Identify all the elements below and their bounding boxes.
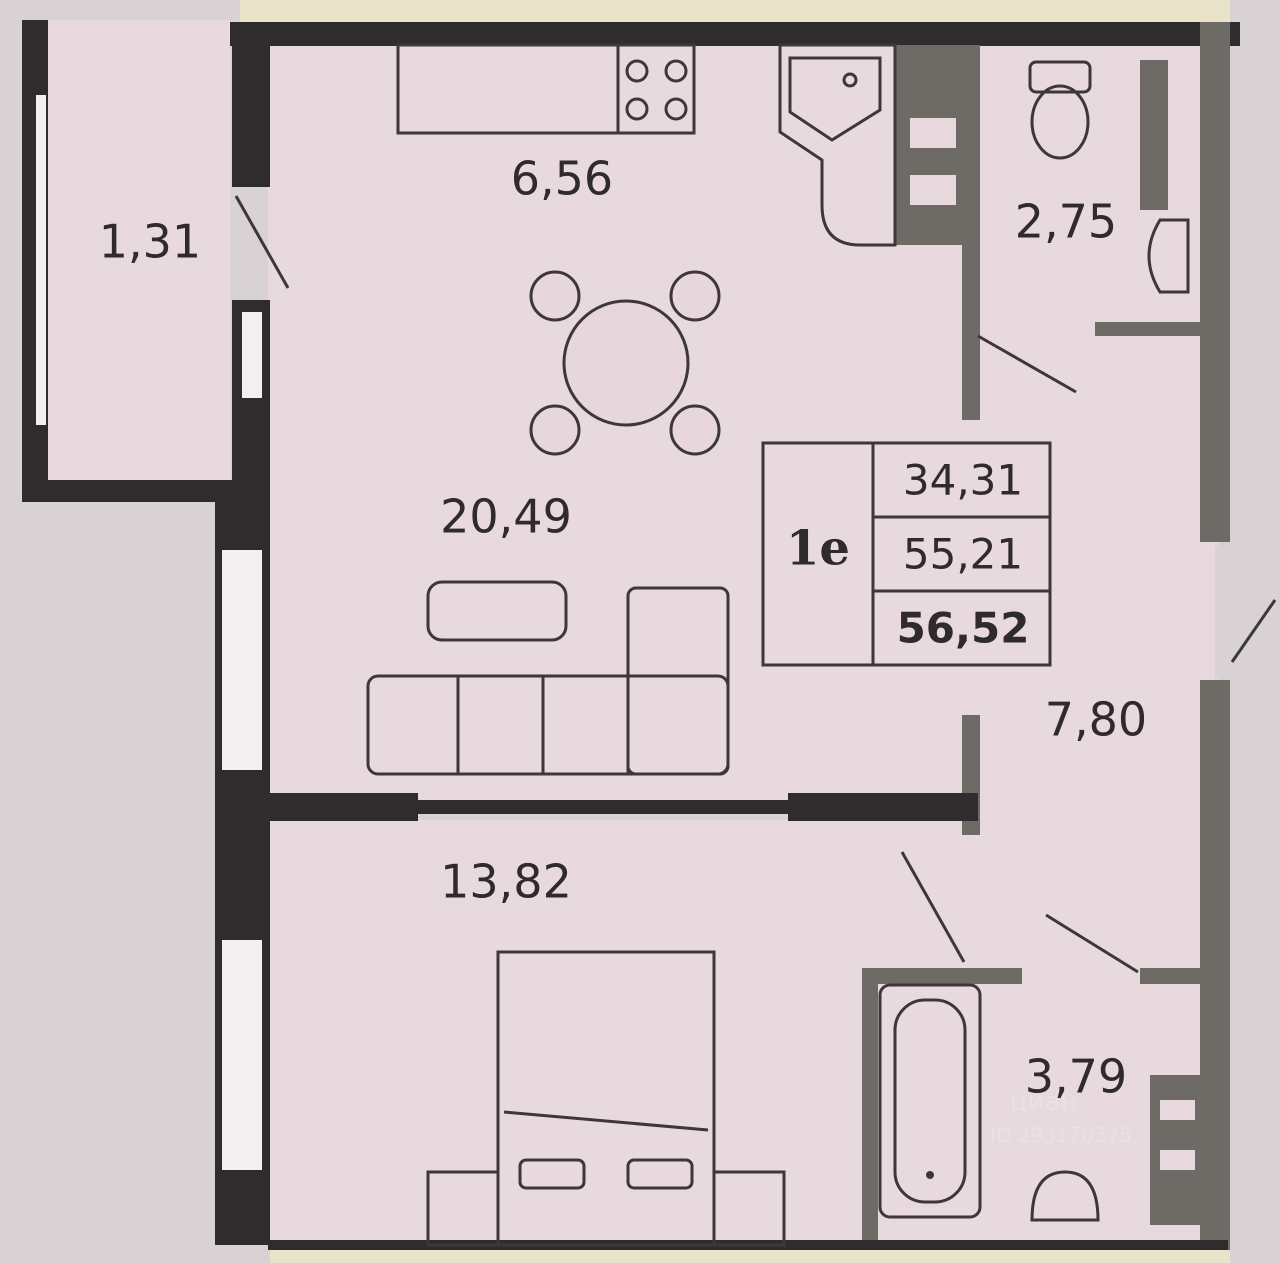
door-toilet — [977, 334, 1077, 394]
balcony-window — [36, 95, 46, 425]
bathroom-area-label: 3,79 — [1025, 1050, 1127, 1104]
bathtub-icon — [878, 983, 982, 1219]
toilet-niche — [1140, 60, 1168, 210]
bath-rack-slot-2 — [1160, 1150, 1195, 1170]
door-entrance — [1230, 599, 1277, 663]
toilet-floor — [968, 45, 1218, 345]
wall-balcony-kitchen-upper — [232, 22, 270, 187]
coffee-table-icon — [426, 580, 568, 642]
toilet-bowl-icon — [1030, 84, 1090, 160]
stove-burner-2 — [664, 59, 688, 83]
door-balcony — [234, 195, 290, 289]
bath-rack-slot-1 — [1160, 1100, 1195, 1120]
wall-living-bedroom-left — [268, 793, 418, 821]
dining-table-icon — [562, 299, 690, 427]
stove-burner-3 — [625, 97, 649, 121]
watermark-brand: циан — [1010, 1087, 1078, 1117]
sink-drain — [842, 72, 858, 88]
bed-blanket-line — [503, 1110, 709, 1132]
wall-toilet-bottom — [1095, 322, 1205, 336]
chair-icon-1 — [529, 270, 581, 322]
toilet-fixtures — [1028, 60, 1190, 294]
hall-area-label: 7,80 — [1045, 693, 1147, 747]
bedroom-area-label: 13,82 — [440, 855, 572, 909]
door-bathroom — [1045, 913, 1139, 974]
info-box-frame — [761, 441, 1052, 667]
apartment-info-box: 1e 34,31 55,21 56,52 — [761, 441, 1052, 667]
nightstand-left-icon — [426, 1170, 500, 1247]
wall-living-bedroom-right — [788, 793, 978, 821]
wall-living-bedroom-thin — [418, 800, 788, 814]
chair-icon-3 — [529, 404, 581, 456]
wall-balcony-bottom — [22, 480, 270, 502]
chair-icon-2 — [669, 270, 721, 322]
wall-bathroom-top-left — [862, 968, 1022, 984]
balcony-door-frame — [242, 312, 262, 398]
bed-icon — [496, 950, 716, 1247]
door-bedroom — [900, 851, 966, 963]
stove-icon — [616, 43, 696, 135]
wall-bathroom-left — [862, 968, 878, 1248]
room-labels: 1,31 6,56 20,49 13,82 2,75 7,80 3,79 — [99, 152, 1147, 1104]
bathtub-drain — [926, 1171, 934, 1179]
wall-right-upper — [1200, 22, 1230, 542]
living-area-label: 20,49 — [440, 490, 572, 544]
stove-burner-4 — [664, 97, 688, 121]
wall-top — [230, 22, 1240, 46]
washbasin-icon — [1147, 218, 1190, 294]
sink-icon — [788, 56, 882, 142]
bedroom-furniture — [426, 950, 786, 1247]
window-living — [222, 550, 262, 770]
entrance-notch — [1215, 545, 1280, 680]
balcony-floor — [48, 20, 230, 482]
rack-slot-2 — [910, 175, 956, 205]
pillow-left-icon — [518, 1158, 586, 1190]
bath-washbasin-icon — [1030, 1170, 1100, 1222]
pillow-right-icon — [626, 1158, 694, 1190]
nightstand-right-icon — [712, 1170, 786, 1247]
bathtub-inner — [893, 998, 967, 1204]
total-area-value: 55,21 — [903, 530, 1023, 579]
kitchen-furniture — [396, 43, 897, 247]
living-area-value: 34,31 — [903, 456, 1023, 505]
watermark-id: ID 293170375 — [990, 1123, 1132, 1147]
toilet-tank-icon — [1028, 60, 1092, 94]
watermark: циан ID 293170375 — [990, 1087, 1132, 1147]
living-furniture — [366, 580, 730, 776]
kitchen-area-label: 6,56 — [511, 152, 613, 206]
bedroom-floor — [268, 820, 968, 1245]
chair-icon-4 — [669, 404, 721, 456]
walls — [22, 20, 1280, 1250]
kitchen-corner-counter — [778, 43, 897, 247]
window-bedroom — [222, 940, 262, 1170]
balcony-area-label: 1,31 — [99, 215, 201, 269]
toilet-area-label: 2,75 — [1015, 195, 1117, 249]
room-fills — [48, 20, 1218, 1245]
rack-slot-1 — [910, 118, 956, 148]
door-swings — [234, 195, 1277, 974]
apartment-type-label: 1e — [786, 521, 850, 577]
total-with-balcony-value: 56,52 — [897, 604, 1030, 653]
stove-burner-1 — [625, 59, 649, 83]
wall-toilet-left — [962, 45, 980, 420]
wall-bathroom-top-right — [1140, 968, 1205, 984]
dining-set — [529, 270, 721, 456]
bathroom-fixtures — [878, 983, 1100, 1222]
